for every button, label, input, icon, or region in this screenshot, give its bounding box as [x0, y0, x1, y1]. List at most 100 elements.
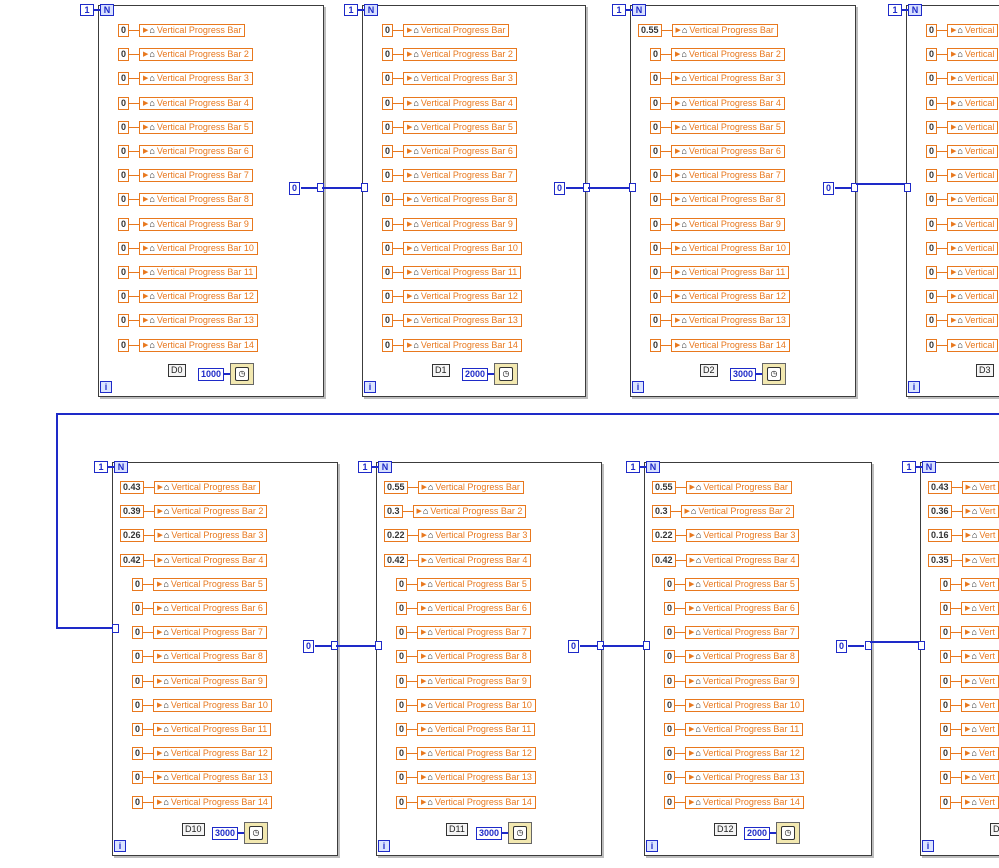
- numeric-constant[interactable]: 0.43: [120, 480, 144, 494]
- property-node[interactable]: ▶⌂Vertical Progress Bar: [417, 480, 524, 494]
- property-node[interactable]: ▶⌂Vertical: [947, 71, 999, 85]
- property-node[interactable]: ▶⌂Vertical Progress Bar 2: [671, 47, 785, 61]
- property-node[interactable]: ▶⌂Vertical: [947, 120, 999, 134]
- property-node[interactable]: ▶⌂Vert: [961, 625, 999, 639]
- numeric-constant[interactable]: 0.16: [928, 528, 952, 542]
- numeric-constant[interactable]: 0: [132, 577, 144, 591]
- property-node[interactable]: ▶⌂Vertical Progress Bar 2: [403, 47, 517, 61]
- numeric-constant[interactable]: 0: [396, 795, 408, 809]
- numeric-constant[interactable]: 0: [396, 698, 408, 712]
- property-node[interactable]: ▶⌂Vertical Progress Bar 13: [139, 313, 258, 327]
- numeric-constant[interactable]: 0: [664, 577, 676, 591]
- property-node[interactable]: ▶⌂Vertical Progress Bar 3: [403, 71, 517, 85]
- numeric-constant[interactable]: 0: [940, 770, 952, 784]
- numeric-constant[interactable]: 0.43: [928, 480, 952, 494]
- numeric-constant[interactable]: 0: [382, 71, 394, 85]
- property-node[interactable]: ▶⌂Vertical Progress Bar: [139, 23, 246, 37]
- numeric-constant[interactable]: 0: [926, 289, 938, 303]
- property-node[interactable]: ▶⌂Vertical Progress Bar 4: [671, 96, 785, 110]
- property-node[interactable]: ▶⌂Vertical: [947, 23, 999, 37]
- property-node[interactable]: ▶⌂Vertical Progress Bar 9: [685, 674, 799, 688]
- numeric-constant[interactable]: 0.42: [384, 553, 408, 567]
- numeric-constant[interactable]: 0: [650, 265, 662, 279]
- property-node[interactable]: ▶⌂Vertical: [947, 168, 999, 182]
- numeric-constant[interactable]: 0: [382, 47, 394, 61]
- property-node[interactable]: ▶⌂Vertical Progress Bar 12: [685, 746, 804, 760]
- property-node[interactable]: ▶⌂Vert: [961, 795, 999, 809]
- zero-constant[interactable]: 0: [823, 182, 835, 195]
- numeric-constant[interactable]: 0: [118, 144, 130, 158]
- numeric-constant[interactable]: 0.55: [384, 480, 408, 494]
- zero-constant[interactable]: 0: [289, 182, 301, 195]
- numeric-constant[interactable]: 0: [650, 217, 662, 231]
- numeric-constant[interactable]: 0: [382, 96, 394, 110]
- numeric-constant[interactable]: 0: [118, 47, 130, 61]
- numeric-constant[interactable]: 0: [382, 217, 394, 231]
- property-node[interactable]: ▶⌂Vertical Progress Bar 6: [685, 601, 799, 615]
- property-node[interactable]: ▶⌂Vertical Progress Bar 6: [417, 601, 531, 615]
- numeric-constant[interactable]: 0: [940, 649, 952, 663]
- numeric-constant[interactable]: 0: [396, 649, 408, 663]
- numeric-constant[interactable]: 0.55: [638, 23, 662, 37]
- property-node[interactable]: ▶⌂Vertical: [947, 241, 999, 255]
- numeric-constant[interactable]: 0: [396, 625, 408, 639]
- property-node[interactable]: ▶⌂Vertical Progress Bar 4: [403, 96, 517, 110]
- numeric-constant[interactable]: 0: [664, 674, 676, 688]
- count-constant[interactable]: 1: [358, 461, 372, 473]
- numeric-constant[interactable]: 0: [118, 241, 130, 255]
- property-node[interactable]: ▶⌂Vert: [961, 504, 999, 518]
- wait-timer-icon[interactable]: ◷: [762, 363, 787, 385]
- numeric-constant[interactable]: 0: [118, 96, 130, 110]
- property-node[interactable]: ▶⌂Vertical Progress Bar 13: [153, 770, 272, 784]
- property-node[interactable]: ▶⌂Vertical Progress Bar 11: [671, 265, 790, 279]
- property-node[interactable]: ▶⌂Vertical Progress Bar 9: [403, 217, 517, 231]
- wait-timer-icon[interactable]: ◷: [230, 363, 255, 385]
- property-node[interactable]: ▶⌂Vertical Progress Bar 5: [417, 577, 531, 591]
- property-node[interactable]: ▶⌂Vertical: [947, 47, 999, 61]
- numeric-constant[interactable]: 0: [664, 746, 676, 760]
- numeric-constant[interactable]: 0: [926, 265, 938, 279]
- property-node[interactable]: ▶⌂Vertical Progress Bar 11: [403, 265, 522, 279]
- property-node[interactable]: ▶⌂Vertical Progress Bar 10: [417, 698, 536, 712]
- count-constant[interactable]: 1: [612, 4, 626, 16]
- property-node[interactable]: ▶⌂Vertical Progress Bar 6: [153, 601, 267, 615]
- property-node[interactable]: ▶⌂Vertical Progress Bar 14: [685, 795, 804, 809]
- property-node[interactable]: ▶⌂Vertical Progress Bar 14: [417, 795, 536, 809]
- property-node[interactable]: ▶⌂Vertical: [947, 217, 999, 231]
- property-node[interactable]: ▶⌂Vertical Progress Bar 7: [403, 168, 517, 182]
- numeric-constant[interactable]: 0: [650, 96, 662, 110]
- numeric-constant[interactable]: 0: [926, 217, 938, 231]
- numeric-constant[interactable]: 0: [118, 192, 130, 206]
- numeric-constant[interactable]: 0.36: [928, 504, 952, 518]
- property-node[interactable]: ▶⌂Vertical Progress Bar 13: [671, 313, 790, 327]
- numeric-constant[interactable]: 0.3: [384, 504, 403, 518]
- property-node[interactable]: ▶⌂Vertical Progress Bar 4: [139, 96, 253, 110]
- property-node[interactable]: ▶⌂Vertical Progress Bar 5: [153, 577, 267, 591]
- property-node[interactable]: ▶⌂Vertical Progress Bar 7: [139, 168, 253, 182]
- numeric-constant[interactable]: 0: [132, 698, 144, 712]
- property-node[interactable]: ▶⌂Vertical Progress Bar 9: [139, 217, 253, 231]
- numeric-constant[interactable]: 0: [118, 265, 130, 279]
- property-node[interactable]: ▶⌂Vertical: [947, 144, 999, 158]
- property-node[interactable]: ▶⌂Vertical Progress Bar 12: [417, 746, 536, 760]
- numeric-constant[interactable]: 0.55: [652, 480, 676, 494]
- numeric-constant[interactable]: 0: [382, 241, 394, 255]
- numeric-constant[interactable]: 0: [650, 338, 662, 352]
- property-node[interactable]: ▶⌂Vertical Progress Bar: [153, 480, 260, 494]
- property-node[interactable]: ▶⌂Vertical Progress Bar 7: [417, 625, 531, 639]
- count-constant[interactable]: 1: [888, 4, 902, 16]
- property-node[interactable]: ▶⌂Vertical Progress Bar 5: [685, 577, 799, 591]
- numeric-constant[interactable]: 0: [382, 338, 394, 352]
- property-node[interactable]: ▶⌂Vert: [961, 674, 999, 688]
- count-constant[interactable]: 1: [94, 461, 108, 473]
- numeric-constant[interactable]: 0: [382, 120, 394, 134]
- numeric-constant[interactable]: 0: [926, 338, 938, 352]
- count-constant[interactable]: 1: [80, 4, 94, 16]
- numeric-constant[interactable]: 0: [664, 770, 676, 784]
- property-node[interactable]: ▶⌂Vertical Progress Bar 5: [403, 120, 517, 134]
- wait-ms-constant[interactable]: 2000: [462, 367, 489, 381]
- numeric-constant[interactable]: 0: [926, 120, 938, 134]
